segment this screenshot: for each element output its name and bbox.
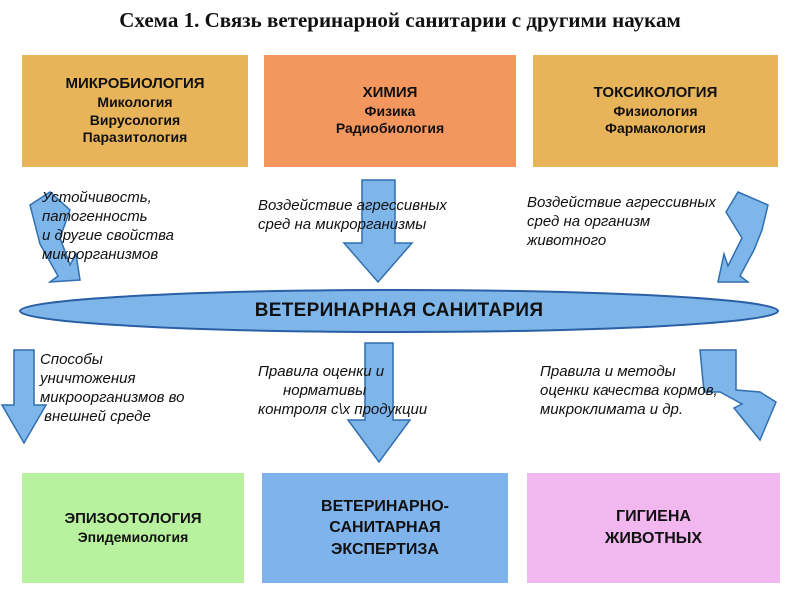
- box-microbiology-line: Вирусология: [89, 111, 181, 128]
- box-epizootology-line: Эпидемиология: [77, 528, 189, 545]
- box-chemistry-line: Физика: [364, 102, 416, 119]
- arrow-down-icon: [342, 179, 414, 284]
- note-destruction-methods: Способы уничтожения микроорганизмов во в…: [40, 351, 185, 425]
- box-epizootology: ЭПИЗООТОЛОГИЯ Эпидемиология: [22, 473, 244, 583]
- box-toxicology-line: Фармакология: [605, 120, 706, 137]
- box-epizootology-title: ЭПИЗООТОЛОГИЯ: [64, 509, 202, 527]
- box-chemistry: ХИМИЯ Физика Радиобиология: [264, 55, 516, 167]
- note-aggressive-microorganisms: Воздействие агрессивных сред на микрорга…: [258, 197, 447, 233]
- box-microbiology-line: Паразитология: [82, 129, 188, 146]
- box-toxicology-line: Физиология: [613, 102, 698, 119]
- box-animal-hygiene-title: ГИГИЕНА ЖИВОТНЫХ: [604, 508, 703, 547]
- box-vet-expertise: ВЕТЕРИНАРНО- САНИТАРНАЯ ЭКСПЕРТИЗА: [262, 473, 508, 583]
- arrow-down-icon: [0, 349, 48, 445]
- arrow-curved-right-icon: [29, 191, 81, 283]
- note-feed-quality: Правила и методы оценки качества кормов,…: [540, 363, 718, 418]
- box-animal-hygiene: ГИГИЕНА ЖИВОТНЫХ: [527, 473, 780, 583]
- arrow-bent-icon: [699, 349, 777, 442]
- box-toxicology: ТОКСИКОЛОГИЯ Физиология Фармакология: [533, 55, 778, 167]
- central-label: ВЕТЕРИНАРНАЯ САНИТАРИЯ: [254, 300, 544, 321]
- note-evaluation-rules: Правила оценки и нормативы контроля с\х …: [258, 363, 428, 418]
- box-microbiology-title: МИКРОБИОЛОГИЯ: [65, 75, 205, 93]
- arrow-down-icon: [346, 342, 412, 464]
- diagram-title: Схема 1. Связь ветеринарной санитарии с …: [119, 8, 681, 32]
- arrow-curved-left-icon: [717, 191, 769, 283]
- note-resistance: Устойчивость, патогенность и другие свой…: [42, 189, 174, 263]
- box-chemistry-line: Радиобиология: [335, 120, 445, 137]
- box-microbiology-line: Микология: [97, 94, 173, 111]
- central-ellipse: [19, 289, 779, 333]
- box-vet-expertise-title: ВЕТЕРИНАРНО- САНИТАРНАЯ ЭКСПЕРТИЗА: [321, 497, 449, 558]
- box-chemistry-title: ХИМИЯ: [362, 84, 418, 102]
- box-microbiology: МИКРОБИОЛОГИЯ Микология Вирусология Пара…: [22, 55, 248, 167]
- note-aggressive-animal: Воздействие агрессивных сред на организм…: [527, 194, 716, 249]
- box-toxicology-title: ТОКСИКОЛОГИЯ: [593, 84, 718, 102]
